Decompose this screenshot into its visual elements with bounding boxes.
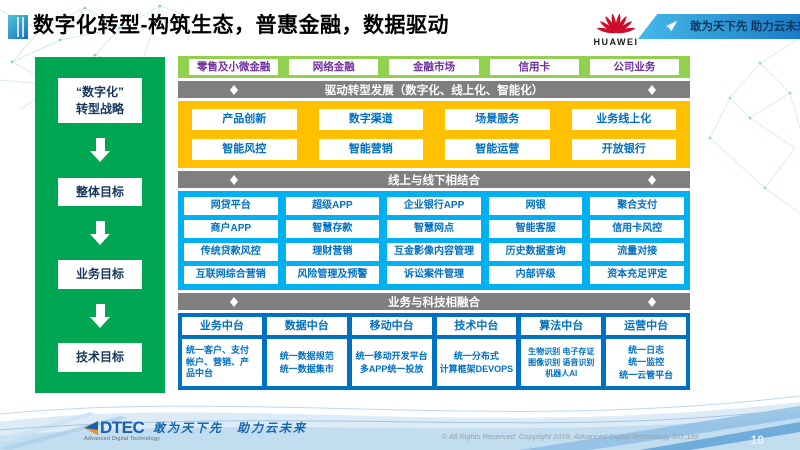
platform-title: 业务中台 <box>182 317 262 335</box>
platforms-section: 业务中台 数据中台 移动中台 技术中台 算法中台 运营中台 统一客户、支付帐户、… <box>178 313 690 390</box>
band-label: 驱动转型发展（数字化、线上化、智能化） <box>324 84 544 97</box>
capabilities-section: 产品创新 数字渠道 场景服务 业务线上化 智能风控 智能营销 智能运营 开放银行 <box>178 101 690 168</box>
strategy-step: 整体目标 <box>58 177 142 206</box>
slogan-ribbon: 敢为天下先 助力云未来 <box>638 13 800 39</box>
page-title: 数字化转型-构筑生态，普惠金融，数据驱动 <box>33 14 449 37</box>
capability: 场景服务 <box>445 109 550 130</box>
capability: 智能运营 <box>445 139 550 160</box>
application: 内部评级 <box>488 266 583 284</box>
strategy-step: 业务目标 <box>58 260 142 289</box>
application: 流量对接 <box>590 243 684 261</box>
band-label: 线上与线下相结合 <box>388 174 480 187</box>
application: 互联网综合营销 <box>184 266 278 284</box>
footer-wave-decoration <box>0 395 800 450</box>
application: 历史数据查询 <box>488 243 583 261</box>
page-number: 10 <box>750 433 764 447</box>
platform-detail: 统一客户、支付帐户、营销、产品中台 <box>182 339 262 386</box>
paper-plane-icon <box>662 19 678 33</box>
band-online-offline: 线上与线下相结合 <box>178 171 690 188</box>
business-lines-band: 零售及小微金融 网络金融 金融市场 信用卡 公司业务 <box>178 56 690 78</box>
application: 智慧网点 <box>387 220 481 238</box>
business-line: 网络金融 <box>289 59 379 75</box>
platform-detail: 生物识别 电子存证 图像识别 语音识别 机器人AI <box>521 339 602 386</box>
application: 商户APP <box>184 220 278 238</box>
application: 智能客服 <box>488 220 583 238</box>
up-down-arrow-icon <box>230 293 238 310</box>
application: 智慧存款 <box>285 220 380 238</box>
down-arrow-icon <box>90 138 110 163</box>
network-mesh-decoration <box>708 38 800 214</box>
up-down-arrow-icon <box>230 171 238 188</box>
application: 传统贷款风控 <box>184 243 278 261</box>
application: 资本充足评定 <box>590 266 684 284</box>
business-line: 信用卡 <box>489 59 579 75</box>
business-line: 金融市场 <box>389 59 479 75</box>
adtec-wordmark: DTEC <box>100 418 145 437</box>
adtec-subtitle: Advanced Digital Technology <box>84 436 160 442</box>
application: 理财营销 <box>285 243 380 261</box>
up-down-arrow-icon <box>230 81 238 98</box>
adtec-arrow-icon <box>84 421 98 435</box>
up-down-arrow-icon <box>648 171 656 188</box>
application: 超级APP <box>285 197 380 215</box>
title-marker-icon <box>8 15 28 39</box>
platform-title: 移动中台 <box>351 317 432 335</box>
strategy-panel: “数字化” 转型战略 整体目标 业务目标 技术目标 <box>35 57 165 393</box>
down-arrow-icon <box>90 304 110 328</box>
platform-detail: 统一分布式 计算框架DEVOPS <box>436 339 517 386</box>
capability: 开放银行 <box>571 139 676 160</box>
huawei-wordmark: HUAWEI <box>593 37 639 47</box>
application: 风险管理及预警 <box>285 266 380 284</box>
business-line: 公司业务 <box>589 59 680 75</box>
up-down-arrow-icon <box>648 81 656 98</box>
band-tech-fusion: 业务与科技相融合 <box>178 293 690 310</box>
applications-section: 网贷平台 超级APP 企业银行APP 网银 聚合支付 商户APP 智慧存款 智慧… <box>178 191 690 290</box>
application: 网银 <box>488 197 583 215</box>
platform-detail: 统一日志 统一监控 统一云管平台 <box>606 339 686 386</box>
platform-detail: 统一数据规范 统一数据集市 <box>266 339 347 386</box>
capability: 数字渠道 <box>318 109 423 130</box>
platform-title: 运营中台 <box>606 317 686 335</box>
band-label: 业务与科技相融合 <box>388 296 480 309</box>
application: 互金影像内容管理 <box>387 243 481 261</box>
platform-title: 数据中台 <box>266 317 347 335</box>
platform-title: 技术中台 <box>436 317 517 335</box>
application: 聚合支付 <box>590 197 684 215</box>
capability: 智能风控 <box>192 139 297 160</box>
application: 网贷平台 <box>184 197 278 215</box>
platform-detail: 统一移动开发平台 多APP统一投放 <box>351 339 432 386</box>
application: 企业银行APP <box>387 197 481 215</box>
huawei-flower-icon <box>596 13 636 34</box>
strategy-step: 技术目标 <box>58 343 142 372</box>
application: 诉讼案件管理 <box>387 266 481 284</box>
business-line: 零售及小微金融 <box>189 59 279 75</box>
adtec-logo: DTEC Advanced Digital Technology <box>84 418 169 442</box>
application: 信用卡风控 <box>590 220 684 238</box>
architecture-diagram: 零售及小微金融 网络金融 金融市场 信用卡 公司业务 驱动转型发展（数字化、线上… <box>178 56 690 390</box>
capability: 产品创新 <box>192 109 297 130</box>
up-down-arrow-icon <box>648 293 656 310</box>
copyright-text: © All Rights Reserved. Copyright 2019, A… <box>441 432 699 441</box>
platform-title: 算法中台 <box>521 317 602 335</box>
capability: 智能营销 <box>318 139 423 160</box>
footer-slogan: 敢为天下先 助力云未来 <box>153 421 308 435</box>
down-arrow-icon <box>90 221 110 246</box>
band-drive-transformation: 驱动转型发展（数字化、线上化、智能化） <box>178 81 690 98</box>
strategy-step: “数字化” 转型战略 <box>58 78 142 123</box>
ribbon-slogan-text: 敢为天下先 助力云未来 <box>690 21 800 33</box>
huawei-logo: HUAWEI <box>588 4 644 47</box>
capability: 业务线上化 <box>571 109 676 130</box>
